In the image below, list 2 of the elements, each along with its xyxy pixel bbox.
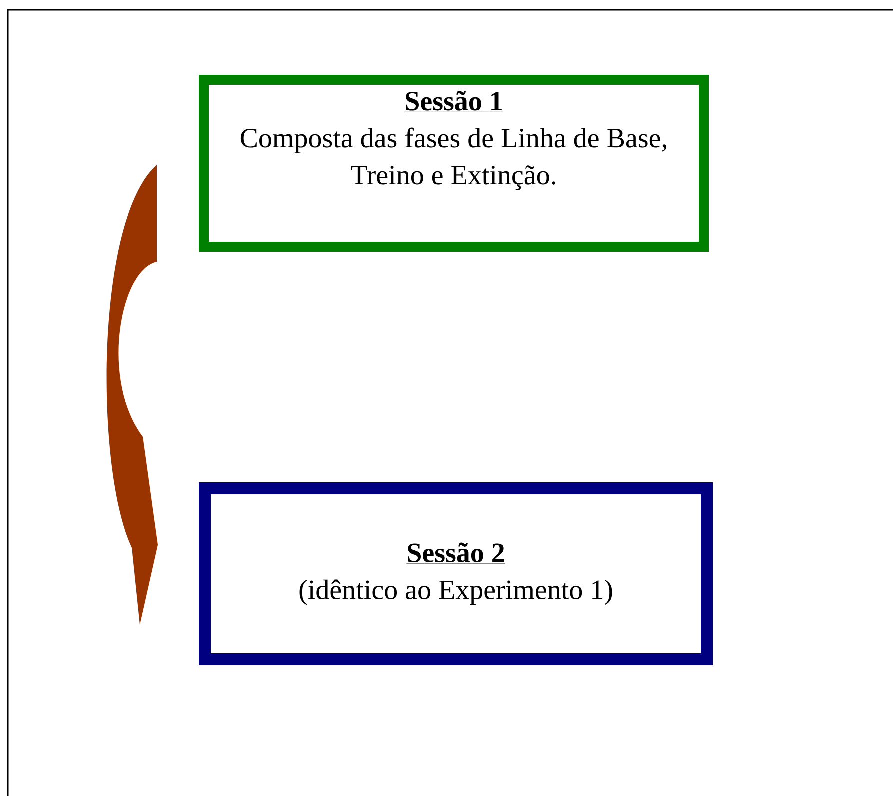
session-box: Sessão 2 (idêntico ao Experimento 1)	[199, 482, 713, 666]
session-box: Sessão 1 Composta das fases de Linha de Base, Treino e Extinção.	[199, 75, 709, 252]
